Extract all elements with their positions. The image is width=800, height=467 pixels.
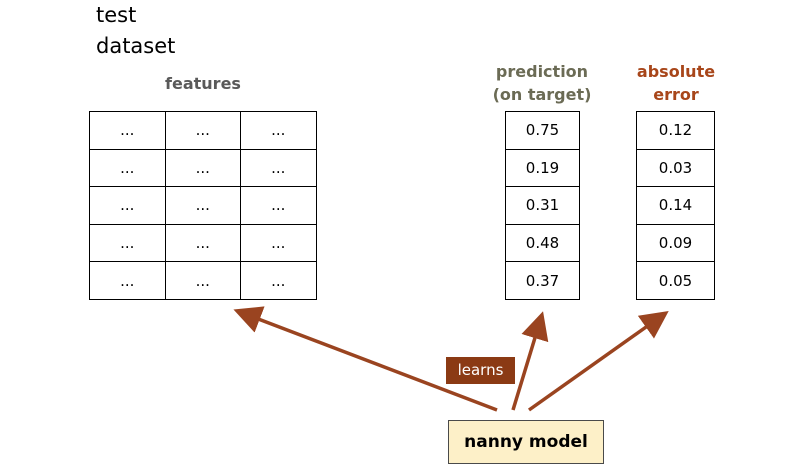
table-cell: ... [240, 148, 317, 188]
table-row: 0.03 [636, 148, 715, 188]
table-cell: ... [89, 261, 166, 300]
title-line-2: dataset [96, 34, 176, 58]
arrow-to-features [233, 306, 498, 412]
table-row: ... ... ... [89, 261, 317, 300]
table-row: ... ... ... [89, 223, 317, 263]
table-row: 0.37 [505, 261, 580, 300]
dataset-title: test dataset [96, 0, 175, 62]
table-cell: ... [240, 186, 317, 225]
table-cell: ... [164, 186, 241, 225]
prediction-table: 0.75 0.19 0.31 0.48 0.37 [505, 111, 580, 300]
table-cell: ... [240, 261, 317, 300]
table-row: 0.31 [505, 186, 580, 225]
table-row: 0.19 [505, 148, 580, 188]
error-cell: 0.14 [636, 186, 715, 225]
table-cell: ... [89, 186, 166, 225]
table-row: 0.05 [636, 261, 715, 300]
table-cell: ... [240, 223, 317, 263]
table-row: 0.14 [636, 186, 715, 225]
arrow-to-error [527, 310, 669, 412]
table-cell: ... [164, 261, 241, 300]
nanny-model-box: nanny model [448, 420, 604, 464]
error-cell: 0.05 [636, 261, 715, 300]
title-line-1: test [96, 3, 137, 27]
arrow-to-prediction [511, 311, 549, 411]
error-header-line-1: absolute [636, 62, 716, 81]
prediction-cell: 0.75 [505, 111, 580, 150]
table-cell: ... [164, 111, 241, 150]
prediction-header-line-1: prediction [495, 62, 589, 81]
error-cell: 0.12 [636, 111, 715, 150]
prediction-header: prediction (on target) [482, 60, 602, 106]
prediction-cell: 0.19 [505, 148, 580, 188]
features-table: ... ... ... ... ... ... ... ... ... ... … [89, 111, 317, 300]
table-row: ... ... ... [89, 186, 317, 225]
prediction-header-line-2: (on target) [492, 85, 592, 104]
table-row: 0.12 [636, 111, 715, 150]
error-header-line-2: error [653, 85, 699, 104]
prediction-cell: 0.31 [505, 186, 580, 225]
learns-label: learns [446, 357, 515, 384]
table-row: ... ... ... [89, 148, 317, 188]
table-row: ... ... ... [89, 111, 317, 150]
error-cell: 0.03 [636, 148, 715, 188]
table-cell: ... [164, 223, 241, 263]
error-header: absolute error [616, 60, 736, 106]
features-header: features [165, 74, 241, 93]
prediction-cell: 0.37 [505, 261, 580, 300]
table-cell: ... [89, 148, 166, 188]
table-cell: ... [240, 111, 317, 150]
table-row: 0.75 [505, 111, 580, 150]
table-cell: ... [89, 223, 166, 263]
absolute-error-table: 0.12 0.03 0.14 0.09 0.05 [636, 111, 715, 300]
